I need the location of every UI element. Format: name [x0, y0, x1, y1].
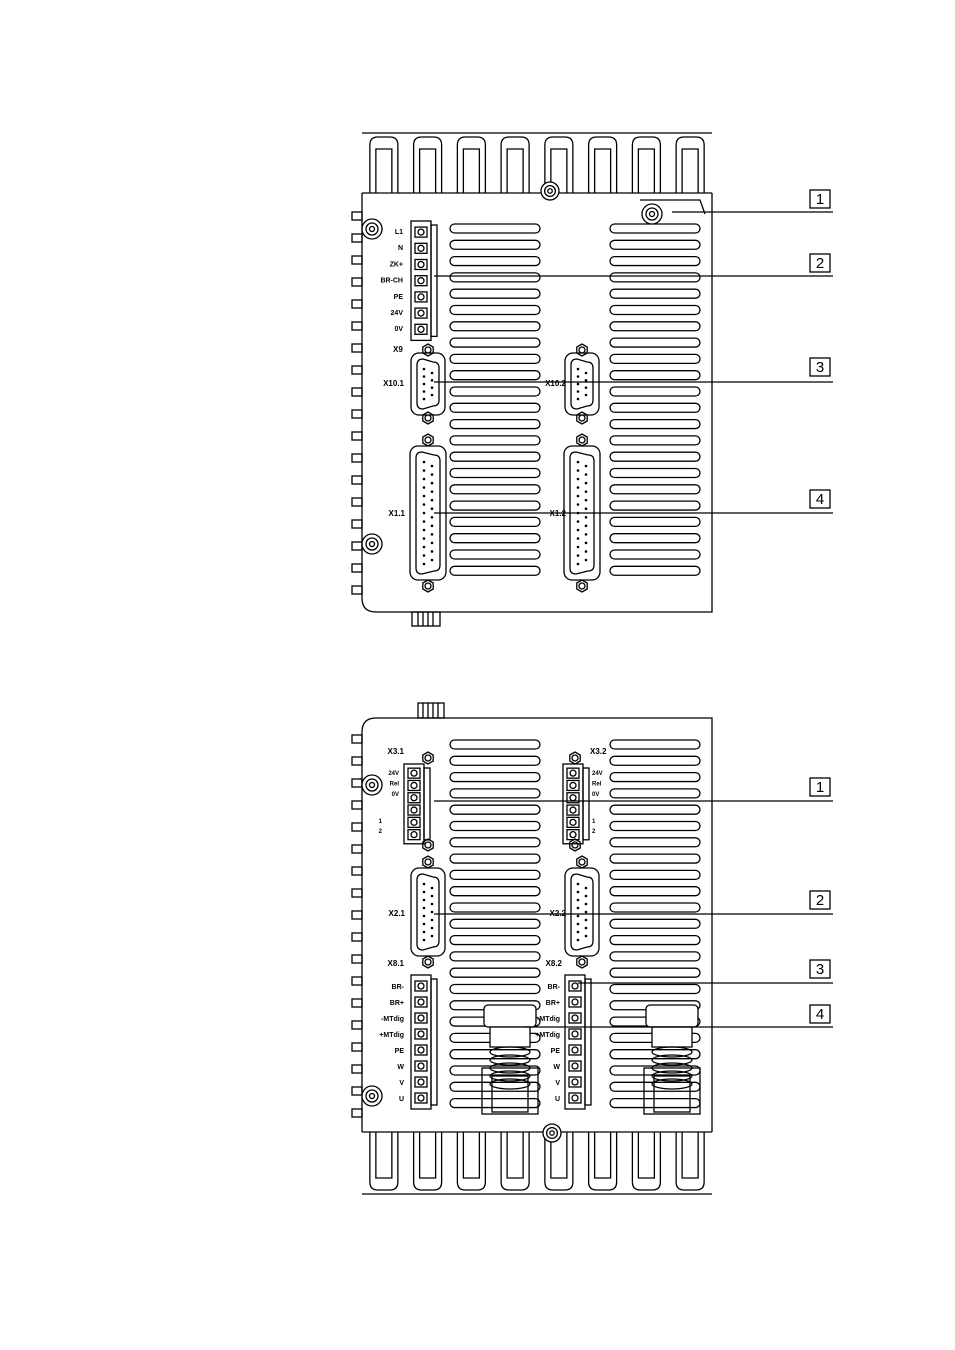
- x3-2-nut-bottom: [570, 839, 580, 851]
- x8-1-pin-label: W: [397, 1064, 404, 1071]
- bottom-fins-right: [610, 740, 700, 1108]
- callout-number: 2: [816, 255, 824, 272]
- x10-2-connector: [565, 353, 599, 415]
- x10-2-nut-bottom: [577, 412, 587, 424]
- top-fins-right: [610, 224, 700, 575]
- x9-label: X9: [393, 345, 403, 354]
- x8-1-label: X8.1: [388, 959, 405, 968]
- x8-2-pin-label: U: [555, 1096, 560, 1103]
- x3-1-pin-label: Rel: [390, 782, 400, 788]
- x8-1-pin-label: +MTdig: [379, 1032, 404, 1039]
- x3-2-pin-label: 1: [592, 819, 596, 825]
- x2-1-label: X2.1: [389, 909, 406, 918]
- x2-1-connector: [411, 868, 445, 956]
- x3-2-pin-label: Rel: [592, 782, 602, 788]
- x3-2-terminal-block: [563, 764, 589, 844]
- x8-1-pin-label: -MTdig: [381, 1016, 404, 1023]
- x1-2-nut-top: [577, 434, 587, 446]
- bottom-side-tabs: [352, 735, 362, 1117]
- callout-number: 4: [816, 491, 824, 508]
- x3-1-pin-label: 0V: [392, 792, 399, 798]
- x8-1-terminal-block: [411, 975, 437, 1109]
- bottom-screw-left-upper: [362, 775, 382, 795]
- x9-pin-label: BR-CH: [380, 278, 403, 285]
- x2-2-connector: [565, 868, 599, 956]
- x3-1-terminal-block: [404, 764, 430, 844]
- x2-1-nut-bottom: [423, 956, 433, 968]
- x3-2-label: X3.2: [590, 747, 607, 756]
- x1-2-nut-bottom: [577, 580, 587, 592]
- callout-number: 4: [816, 1006, 824, 1023]
- top-ground-stud: [642, 204, 662, 224]
- x3-2-nut-top: [570, 752, 580, 764]
- bottom-heatsink-comb: [362, 1132, 712, 1194]
- x8-2-pin-label: +MTdig: [535, 1032, 560, 1039]
- x3-1-nut-top: [423, 752, 433, 764]
- top-callout-3: 3: [434, 358, 833, 382]
- x9-pin-label: PE: [394, 294, 404, 301]
- x3-1-label: X3.1: [388, 747, 405, 756]
- x8-1-pin-label: BR+: [390, 1000, 404, 1007]
- x3-2-pin-label: 0V: [592, 792, 599, 798]
- x10-2-nut-top: [577, 344, 587, 356]
- x1-1-label: X1.1: [389, 509, 406, 518]
- x8-2-cable-gland: [644, 1005, 700, 1114]
- x9-pin-label: 24V: [391, 310, 404, 317]
- top-screw-left-lower: [362, 534, 382, 554]
- x3-1-pin-label: 2: [379, 829, 383, 835]
- top-side-tabs: [352, 212, 362, 594]
- callout-number: 3: [816, 359, 824, 376]
- x8-1-pin-label: U: [399, 1096, 404, 1103]
- top-screw-center: [541, 182, 559, 200]
- callout-number: 1: [816, 779, 824, 796]
- x9-pin-label: ZK+: [390, 261, 403, 268]
- x8-1-cable-gland: [482, 1005, 538, 1114]
- top-screw-left-upper: [362, 219, 382, 239]
- bottom-callout-3: 3: [578, 960, 833, 983]
- x10-1-connector: [411, 353, 445, 415]
- x8-2-pin-label: W: [553, 1064, 560, 1071]
- x8-2-pin-label: V: [555, 1080, 560, 1087]
- x10-1-nut-top: [423, 344, 433, 356]
- x9-pin-label: N: [398, 245, 403, 252]
- x3-1-pin-label: 1: [379, 819, 383, 825]
- bottom-fins-left: [450, 740, 540, 1108]
- x1-1-nut-top: [423, 434, 433, 446]
- x8-1-pin-label: V: [399, 1080, 404, 1087]
- x8-2-label: X8.2: [546, 959, 563, 968]
- x3-1-pin-label: 24V: [388, 771, 399, 777]
- x10-2-label: X10.2: [545, 379, 566, 388]
- x10-1-nut-bottom: [423, 412, 433, 424]
- x8-2-terminal-block: [565, 975, 591, 1109]
- x3-2-pin-label: 24V: [592, 771, 603, 777]
- x8-1-pin-label: BR-: [392, 984, 405, 991]
- x2-2-nut-top: [577, 856, 587, 868]
- x8-2-pin-label: -MTdig: [537, 1016, 560, 1023]
- x8-1-pin-label: PE: [395, 1048, 405, 1055]
- x2-2-nut-bottom: [577, 956, 587, 968]
- x9-terminal-block: [411, 221, 437, 340]
- x9-pin-label: L1: [395, 229, 403, 236]
- callout-number: 2: [816, 892, 824, 909]
- x8-2-pin-label: PE: [551, 1048, 561, 1055]
- x8-2-pin-label: BR-: [548, 984, 561, 991]
- bottom-screw-left-lower: [362, 1086, 382, 1106]
- top-fins-left: [450, 224, 540, 575]
- x9-pin-label: 0V: [394, 326, 403, 333]
- bottom-screw-center: [543, 1124, 561, 1142]
- x3-2-pin-label: 2: [592, 829, 596, 835]
- x8-2-pin-label: BR+: [546, 1000, 560, 1007]
- callout-number: 1: [816, 191, 824, 208]
- x1-1-nut-bottom: [423, 580, 433, 592]
- x10-1-label: X10.1: [383, 379, 404, 388]
- top-heatsink-comb: [362, 133, 712, 193]
- x2-1-nut-top: [423, 856, 433, 868]
- callout-number: 3: [816, 961, 824, 978]
